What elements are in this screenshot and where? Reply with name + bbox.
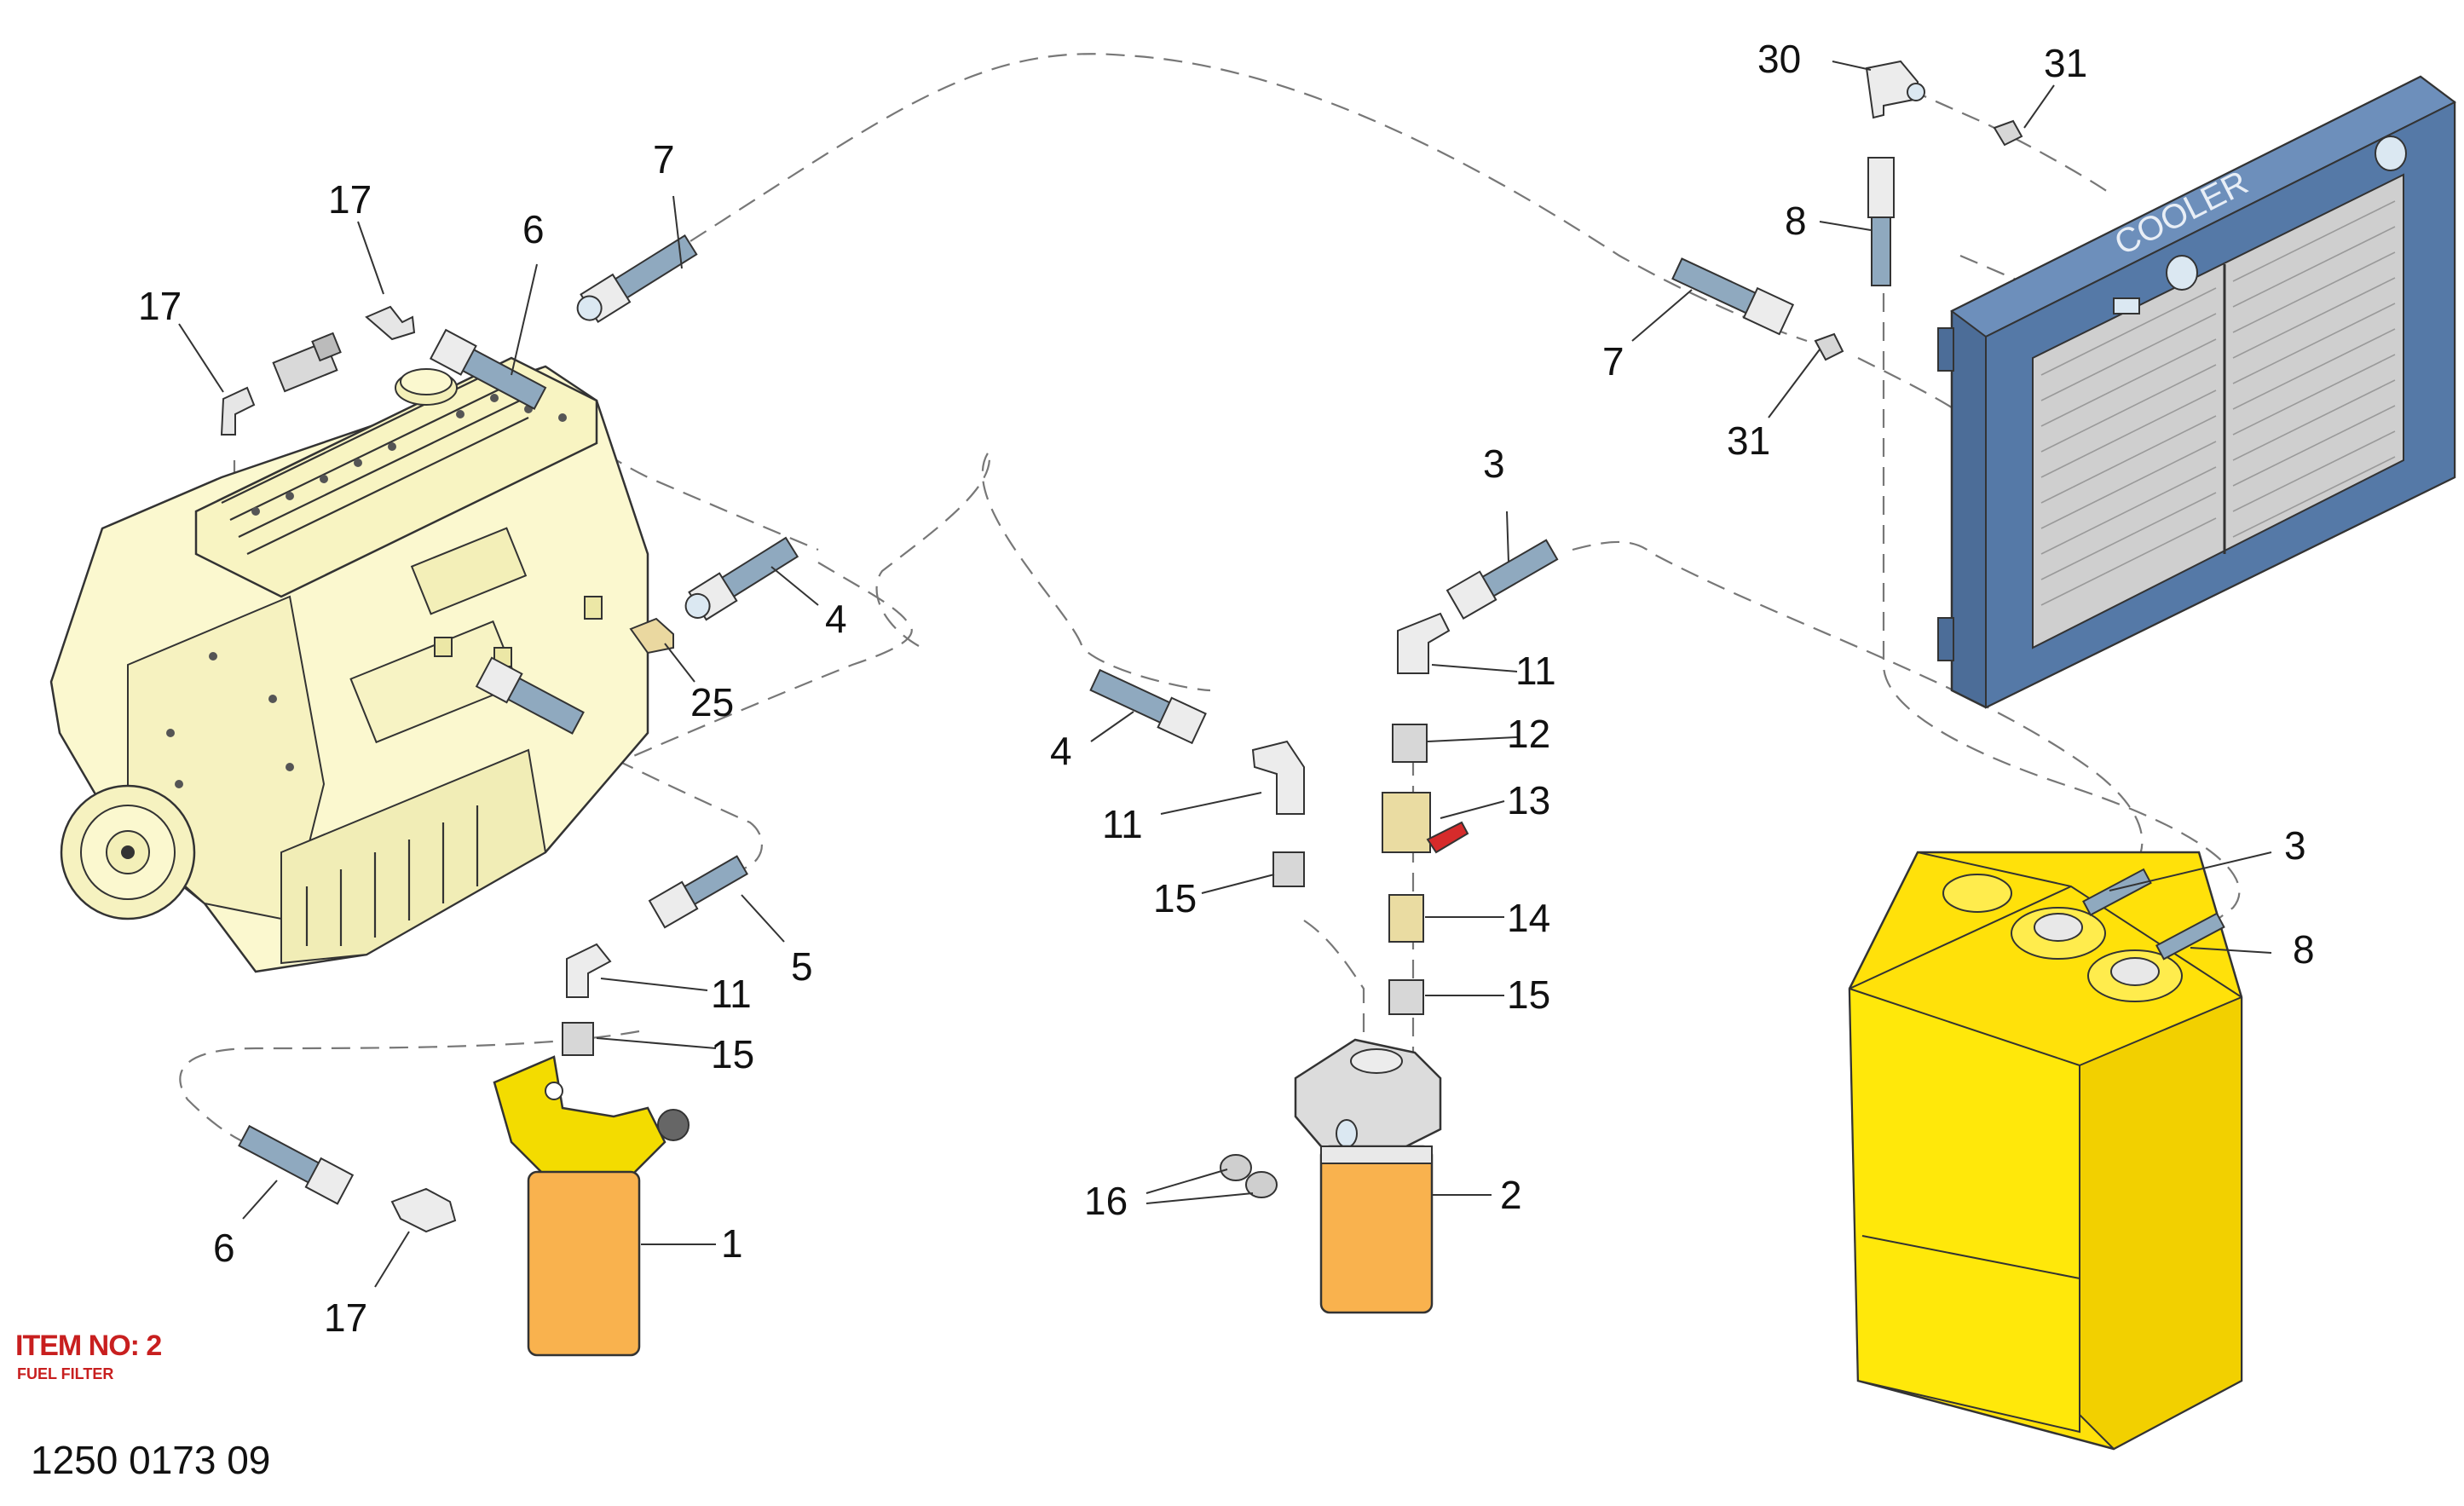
fuel-filter-2 <box>1220 1038 1442 1314</box>
callout-6: 6 <box>522 207 545 251</box>
callout-1: 1 <box>721 1221 743 1266</box>
center-fittings <box>1089 668 1305 887</box>
callout-7: 7 <box>653 137 675 182</box>
callout-15: 15 <box>711 1032 754 1076</box>
callout-7: 7 <box>1602 339 1624 384</box>
drawing-number: 1250 0173 09 <box>31 1438 271 1482</box>
callout-31: 31 <box>1727 418 1770 463</box>
callout-4: 4 <box>825 597 847 641</box>
callout-3: 3 <box>2284 823 2306 868</box>
leader-lines <box>178 61 2272 1288</box>
cooler-fittings <box>1671 60 2023 361</box>
callout-30: 30 <box>1757 37 1801 81</box>
callout-2: 2 <box>1500 1173 1522 1217</box>
callout-5: 5 <box>791 944 813 989</box>
callout-6: 6 <box>213 1226 235 1270</box>
callout-11: 11 <box>1102 802 1143 846</box>
callout-3: 3 <box>1483 441 1505 486</box>
callout-13: 13 <box>1507 778 1550 822</box>
callout-14: 14 <box>1507 896 1550 940</box>
engine-block <box>49 356 649 973</box>
callout-8: 8 <box>2293 927 2315 972</box>
valve-stack <box>1382 539 1559 1015</box>
engine-fittings <box>220 234 799 735</box>
callout-12: 12 <box>1507 712 1550 756</box>
callout-labels: 30 31 8 7 31 17 17 6 7 4 25 3 11 12 13 1… <box>138 37 2315 1340</box>
callout-15: 15 <box>1153 876 1197 920</box>
fuel-filter-1 <box>238 855 748 1357</box>
item-number-label: ITEM NO: 2 <box>15 1330 162 1362</box>
callout-31: 31 <box>2044 41 2087 85</box>
callout-8: 8 <box>1785 199 1807 243</box>
callout-4: 4 <box>1050 729 1072 773</box>
callout-17: 17 <box>324 1295 367 1340</box>
callout-25: 25 <box>690 680 734 724</box>
callout-11: 11 <box>1515 649 1556 693</box>
fuel-cooler: COOLER <box>1937 75 2456 709</box>
fuel-tank <box>1848 851 2243 1451</box>
callout-15: 15 <box>1507 972 1550 1017</box>
callout-16: 16 <box>1084 1179 1128 1223</box>
engine-fuel-port <box>584 596 603 620</box>
callout-17: 17 <box>328 177 372 222</box>
item-name-label: FUEL FILTER <box>17 1365 114 1382</box>
callout-11: 11 <box>711 972 752 1016</box>
callout-17: 17 <box>138 284 182 328</box>
